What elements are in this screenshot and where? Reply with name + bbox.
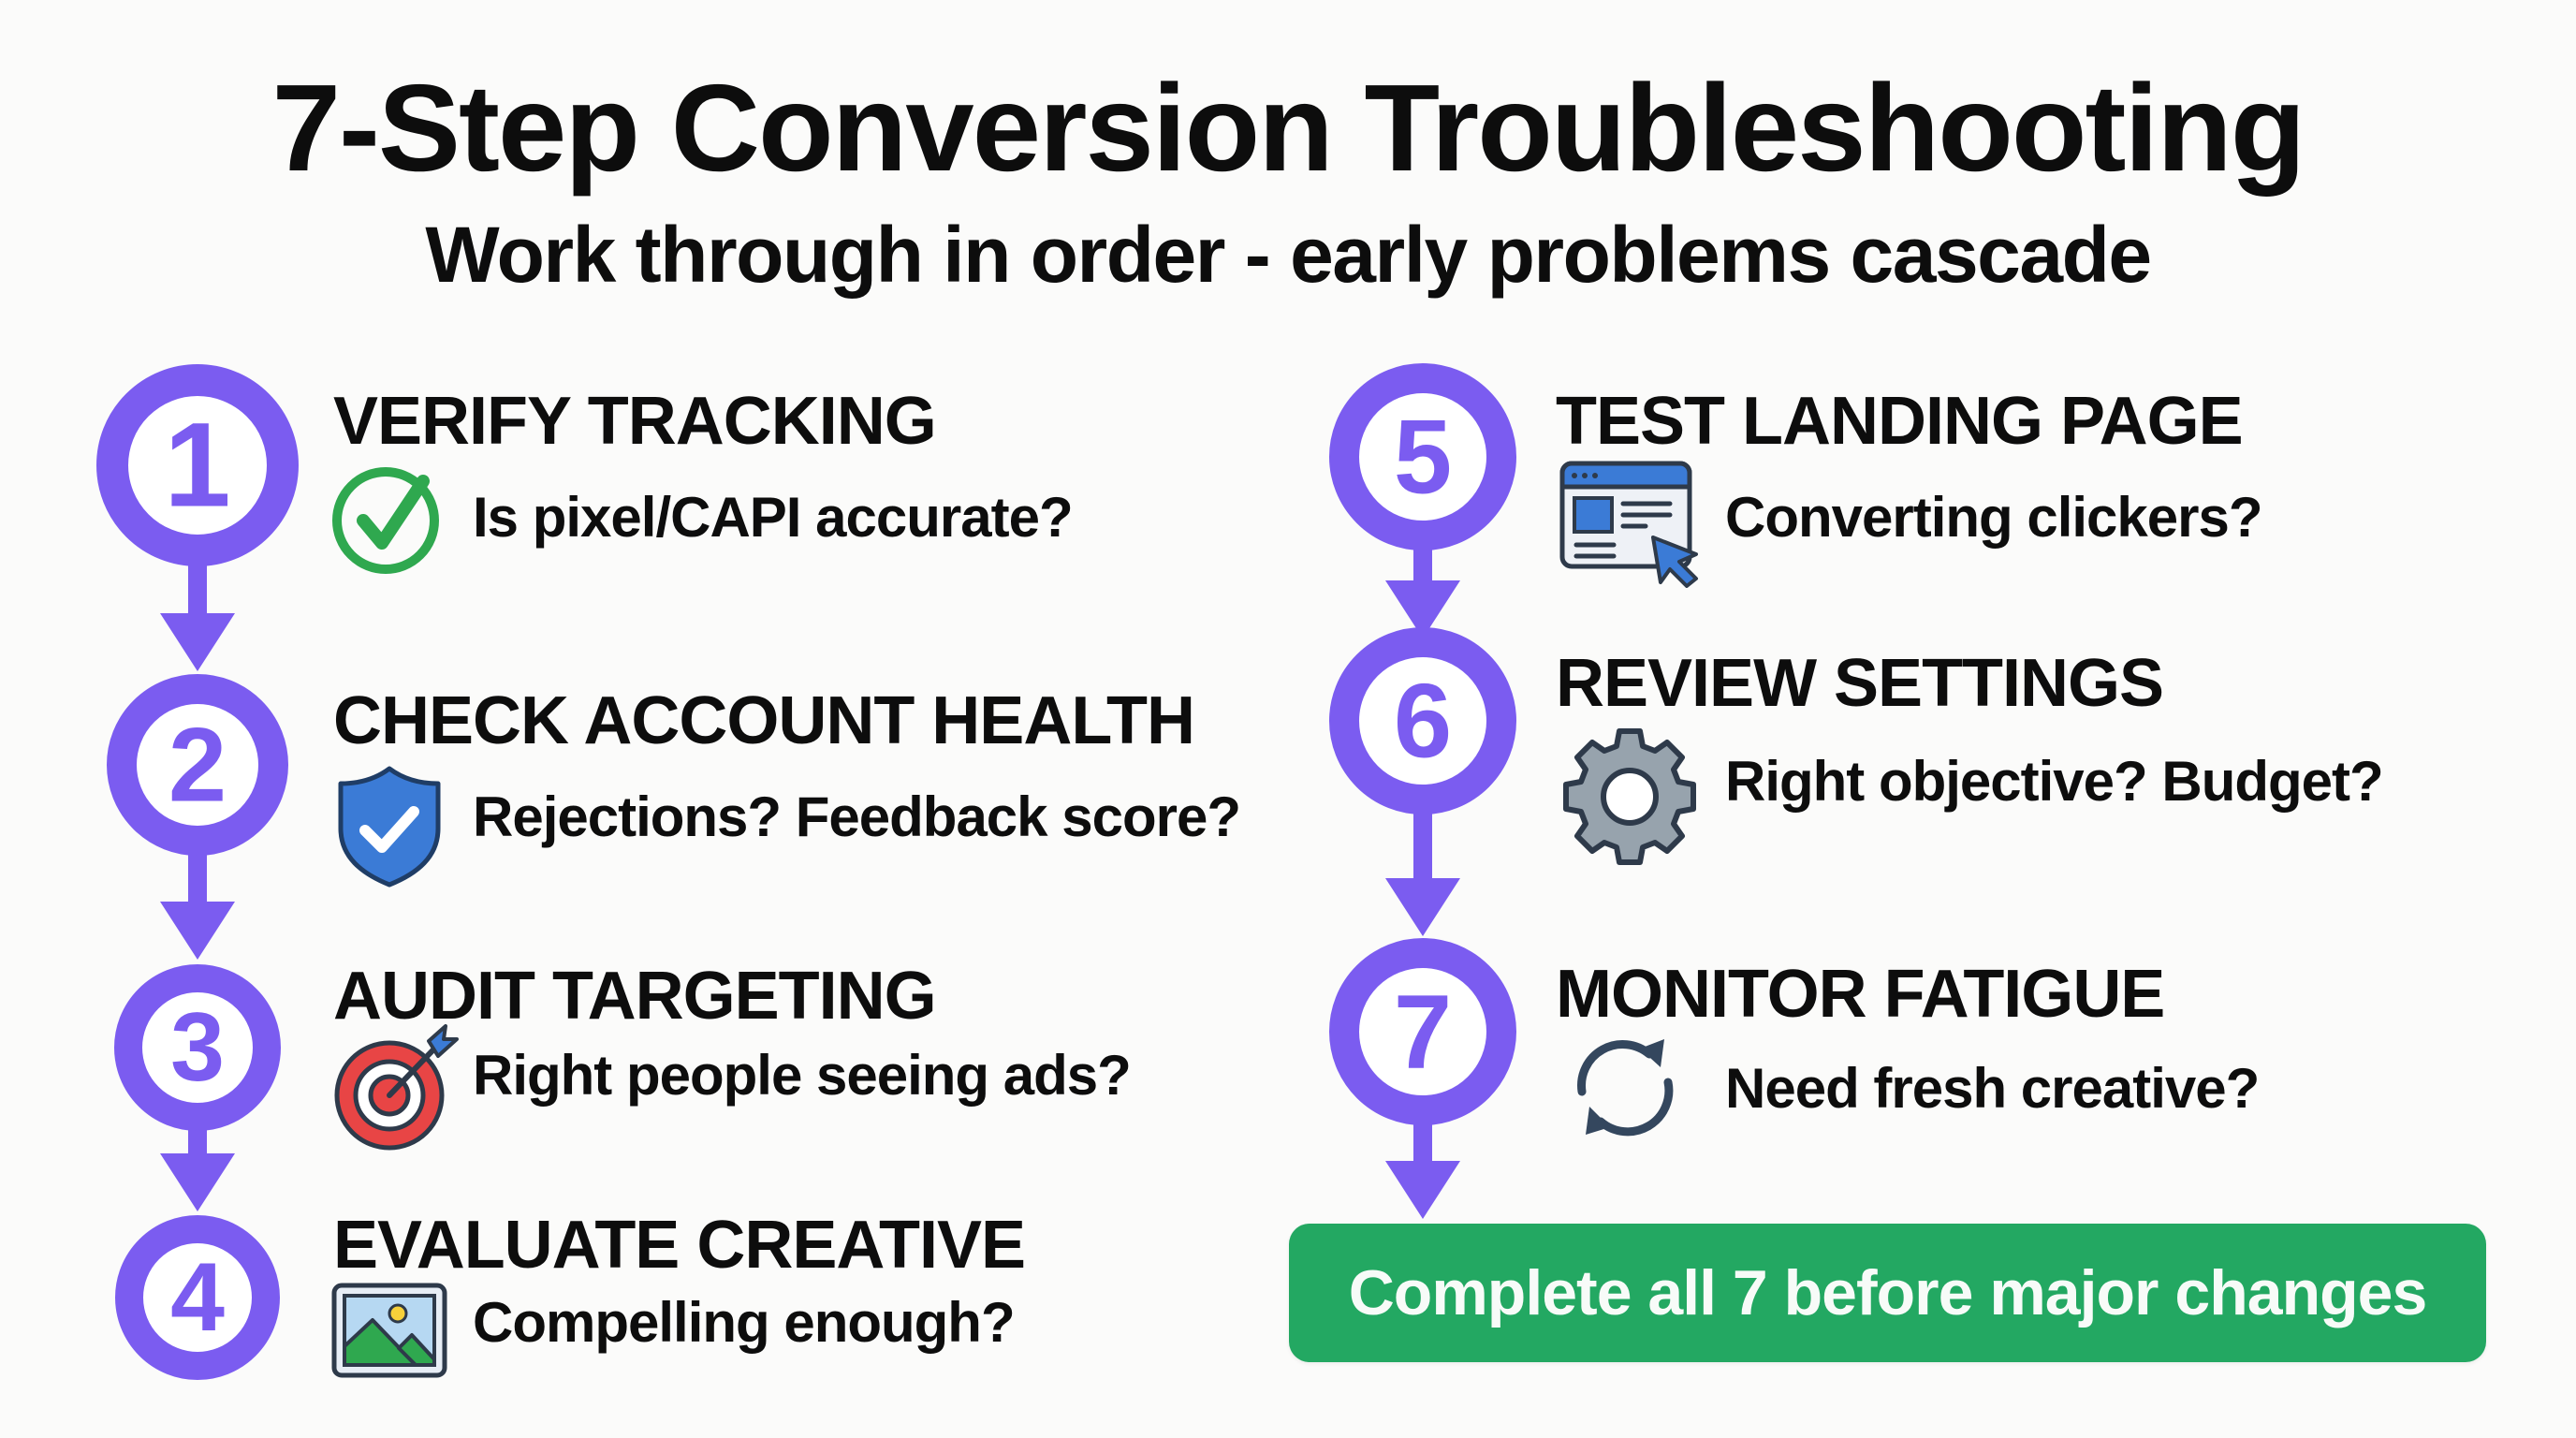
step-badge-3: 3 — [114, 964, 281, 1131]
step-badge-1: 1 — [96, 364, 299, 566]
step-1-heading: VERIFY TRACKING — [333, 384, 937, 459]
svg-text:4: 4 — [170, 1243, 225, 1352]
shield-check-icon — [338, 766, 441, 888]
connector-arrow-6-7 — [1385, 807, 1460, 936]
svg-text:7: 7 — [1394, 974, 1452, 1091]
step-badge-5: 5 — [1329, 363, 1516, 550]
step-1-description: Is pixel/CAPI accurate? — [473, 486, 1074, 549]
step-badge-2: 2 — [107, 674, 288, 856]
gear-icon — [1563, 728, 1696, 865]
step-badge-6: 6 — [1329, 627, 1516, 814]
check-circle-icon — [332, 467, 439, 574]
image-icon — [331, 1283, 447, 1378]
step-3-heading: AUDIT TARGETING — [333, 959, 937, 1034]
step-badge-7: 7 — [1329, 938, 1516, 1125]
step-4-description: Compelling enough? — [473, 1291, 1016, 1354]
browser-cursor-icon — [1559, 461, 1698, 588]
step-5-heading: TEST LANDING PAGE — [1556, 384, 2244, 459]
connector-arrow-1-2 — [160, 562, 235, 671]
page-subtitle: Work through in order - early problems c… — [425, 211, 2152, 299]
step-3-description: Right people seeing ads? — [473, 1044, 1132, 1107]
cta-label: Complete all 7 before major changes — [1348, 1257, 2428, 1328]
connector-arrow-3-4 — [160, 1128, 235, 1211]
target-icon — [334, 1024, 459, 1151]
step-6-heading: REVIEW SETTINGS — [1556, 646, 2164, 721]
step-2-description: Rejections? Feedback score? — [473, 785, 1241, 848]
svg-text:3: 3 — [170, 993, 225, 1102]
step-6-description: Right objective? Budget? — [1725, 750, 2384, 813]
svg-text:2: 2 — [168, 707, 227, 824]
svg-text:1: 1 — [164, 399, 230, 533]
step-2-heading: CHECK ACCOUNT HEALTH — [333, 683, 1195, 758]
connector-arrow-7-cta — [1385, 1122, 1460, 1219]
step-badge-4: 4 — [115, 1215, 280, 1380]
connector-arrow-2-3 — [160, 852, 235, 960]
step-7-heading: MONITOR FATIGUE — [1556, 957, 2165, 1032]
svg-text:5: 5 — [1394, 399, 1452, 516]
step-7-description: Need fresh creative? — [1725, 1057, 2260, 1120]
page-title: 7-Step Conversion Troubleshooting — [271, 59, 2306, 197]
complete-all-steps-banner[interactable]: Complete all 7 before major changes — [1289, 1224, 2486, 1362]
refresh-icon — [1577, 1039, 1674, 1137]
step-5-description: Converting clickers? — [1725, 486, 2263, 549]
connector-arrow-5-6 — [1385, 545, 1460, 638]
step-4-heading: EVALUATE CREATIVE — [333, 1208, 1026, 1283]
svg-text:6: 6 — [1394, 663, 1452, 780]
